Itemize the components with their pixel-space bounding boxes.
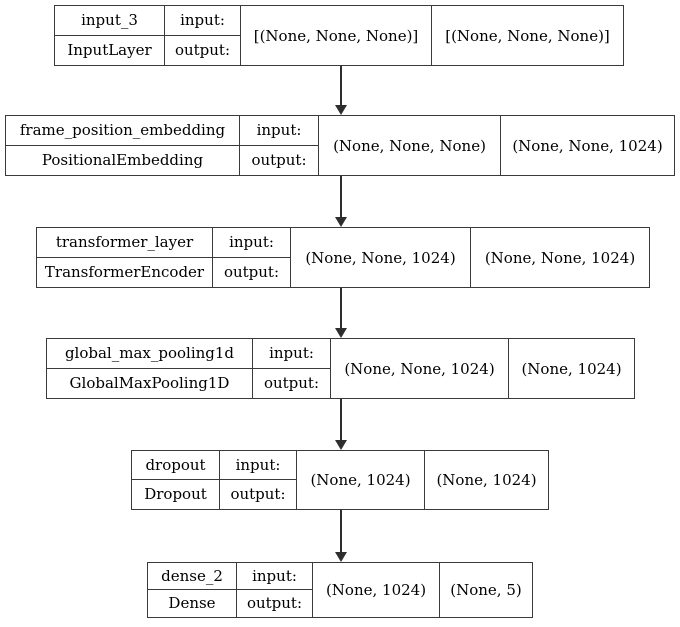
edge-global_max_pooling1d-to-dropout [335, 399, 347, 450]
io-label-column: input: output: [165, 6, 241, 65]
output-shape: (None, 1024) [436, 471, 537, 489]
output-label: output: [174, 40, 231, 59]
arrowhead-icon [335, 552, 347, 562]
input-label: input: [165, 6, 240, 36]
output-label: output: [223, 262, 280, 281]
edge-transformer_layer-to-global_max_pooling1d [335, 288, 347, 338]
input-label: input: [240, 116, 318, 146]
input-label: input: [220, 451, 296, 480]
layer-class-name: PositionalEmbedding [41, 150, 204, 169]
output-shape: (None, None, 1024) [484, 248, 636, 267]
edge-line [340, 510, 342, 554]
layer-name: transformer_layer [37, 228, 212, 258]
edge-input_3-to-frame_position_embedding [335, 66, 347, 115]
output-shape: [(None, None, None)] [445, 26, 610, 45]
edge-line [340, 399, 342, 442]
layer-name: dropout [132, 451, 219, 480]
output-shape: (None, None, 1024) [512, 136, 663, 155]
arrowhead-icon [335, 105, 347, 115]
layer-name: frame_position_embedding [6, 116, 239, 146]
input-label: input: [237, 563, 312, 590]
input-shape: [(None, None, None)] [241, 6, 432, 65]
output-label: output: [246, 594, 303, 612]
io-label-column: input: output: [253, 339, 331, 398]
io-label-column: input: output: [237, 563, 313, 617]
layer-name: input_3 [55, 6, 164, 36]
layer-name: global_max_pooling1d [47, 339, 252, 369]
input-shape: (None, 1024) [313, 563, 440, 617]
input-shape: (None, None, 1024) [331, 339, 509, 398]
layer-class-name: Dense [168, 594, 216, 612]
io-label-column: input: output: [220, 451, 297, 509]
layer-name: dense_2 [148, 563, 236, 590]
output-label: output: [251, 150, 307, 169]
edge-line [340, 176, 342, 219]
input-shape: (None, 1024) [297, 451, 425, 509]
output-label: output: [230, 485, 286, 503]
output-shape: (None, 1024) [521, 359, 622, 378]
layer-class-name: Dropout [144, 485, 207, 503]
input-shape: (None, None, 1024) [291, 228, 471, 287]
input-label: input: [253, 339, 330, 369]
edge-frame_position_embedding-to-transformer_layer [335, 176, 347, 227]
arrowhead-icon [335, 440, 347, 450]
layer-class-name: InputLayer [67, 40, 152, 59]
output-shape: (None, 5) [450, 581, 522, 599]
input-shape: (None, None, None) [319, 116, 501, 175]
arrowhead-icon [335, 217, 347, 227]
edge-dropout-to-dense_2 [335, 510, 347, 562]
edge-line [340, 288, 342, 330]
layer-class-name: GlobalMaxPooling1D [69, 373, 230, 392]
input-label: input: [213, 228, 290, 258]
layer-class-name: TransformerEncoder [44, 262, 205, 281]
io-label-column: input: output: [213, 228, 291, 287]
io-label-column: input: output: [240, 116, 319, 175]
output-label: output: [263, 373, 320, 392]
edge-line [340, 66, 342, 107]
arrowhead-icon [335, 328, 347, 338]
